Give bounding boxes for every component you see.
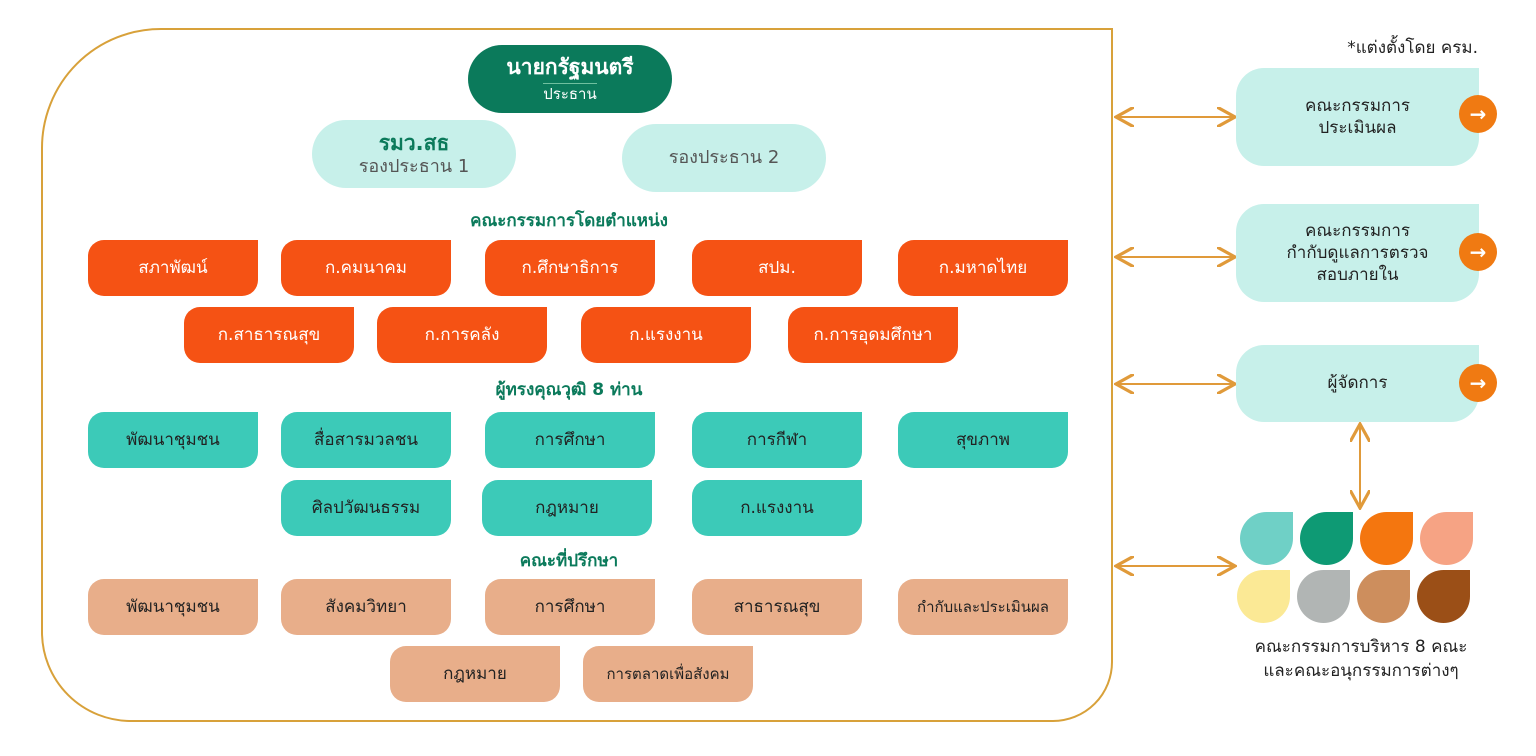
vice-chair-1-role: รองประธาน 1 [358, 155, 470, 177]
caption-line-1: คณะกรรมการบริหาร 8 คณะ [1254, 637, 1468, 657]
council-frame [41, 28, 1113, 722]
heading-advisors: คณะที่ปรึกษา [519, 551, 619, 571]
advisor-member: สังคมวิทยา [281, 579, 451, 635]
expert-member: กฎหมาย [482, 480, 652, 536]
audit-committee-box[interactable]: คณะกรรมการกำกับดูแลการตรวจสอบภายใน [1236, 204, 1479, 302]
vice-chair-2-role: รองประธาน 2 [668, 147, 780, 169]
advisor-member: การศึกษา [485, 579, 655, 635]
chair-node: นายกรัฐมนตรี ประธาน [468, 45, 672, 113]
ex-officio-member: ก.แรงงาน [581, 307, 751, 363]
chair-title: นายกรัฐมนตรี [506, 55, 634, 80]
committees-caption: คณะกรรมการบริหาร 8 คณะ และคณะอนุกรรมการต… [1226, 636, 1496, 684]
audit-committee-label: คณะกรรมการกำกับดูแลการตรวจสอบภายใน [1286, 220, 1429, 286]
heading-ex-officio: คณะกรรมการโดยตำแหน่ง [470, 211, 668, 231]
arrow-right-icon[interactable]: → [1459, 233, 1497, 271]
ex-officio-member: ก.มหาดไทย [898, 240, 1068, 296]
advisor-member: สาธารณสุข [692, 579, 862, 635]
manager-box[interactable]: ผู้จัดการ [1236, 345, 1479, 422]
evaluation-committee-label: คณะกรรมการประเมินผล [1304, 95, 1410, 138]
ex-officio-member: สปม. [692, 240, 862, 296]
expert-member: ก.แรงงาน [692, 480, 862, 536]
committee-petal-icon [1237, 570, 1290, 623]
arrow-right-icon[interactable]: → [1459, 95, 1497, 133]
expert-member: การกีฬา [692, 412, 862, 468]
committee-petal-icon [1300, 512, 1353, 565]
evaluation-committee-box[interactable]: คณะกรรมการประเมินผล [1236, 68, 1479, 166]
heading-experts: ผู้ทรงคุณวุฒิ 8 ท่าน [495, 380, 643, 400]
vice-chair-1-node: รมว.สธ รองประธาน 1 [312, 120, 516, 188]
arrow-right-icon[interactable]: → [1459, 364, 1497, 402]
expert-member: สื่อสารมวลชน [281, 412, 451, 468]
expert-member: การศึกษา [485, 412, 655, 468]
ex-officio-member: สภาพัฒน์ [88, 240, 258, 296]
committee-petal-icon [1417, 570, 1470, 623]
chair-role: ประธาน [543, 82, 597, 103]
committee-petal-icon [1360, 512, 1413, 565]
ex-officio-member: ก.ศึกษาธิการ [485, 240, 655, 296]
expert-member: ศิลปวัฒนธรรม [281, 480, 451, 536]
ex-officio-member: ก.การคลัง [377, 307, 547, 363]
vice-chair-1-title: รมว.สธ [378, 130, 450, 155]
advisor-member: การตลาดเพื่อสังคม [583, 646, 753, 702]
caption-line-2: และคณะอนุกรรมการต่างๆ [1263, 660, 1459, 681]
advisor-member: พัฒนาชุมชน [88, 579, 258, 635]
expert-member: พัฒนาชุมชน [88, 412, 258, 468]
vice-chair-2-node: รองประธาน 2 [622, 124, 826, 192]
committee-petal-icon [1357, 570, 1410, 623]
committee-petal-icon [1420, 512, 1473, 565]
ex-officio-member: ก.คมนาคม [281, 240, 451, 296]
committee-petal-icon [1297, 570, 1350, 623]
manager-label: ผู้จัดการ [1327, 373, 1388, 394]
expert-member: สุขภาพ [898, 412, 1068, 468]
ex-officio-member: ก.การอุดมศึกษา [788, 307, 958, 363]
appointment-note: *แต่งตั้งโดย ครม. [1347, 38, 1478, 58]
advisor-member: กฎหมาย [390, 646, 560, 702]
committee-petal-icon [1240, 512, 1293, 565]
ex-officio-member: ก.สาธารณสุข [184, 307, 354, 363]
advisor-member: กำกับและประเมินผล [898, 579, 1068, 635]
